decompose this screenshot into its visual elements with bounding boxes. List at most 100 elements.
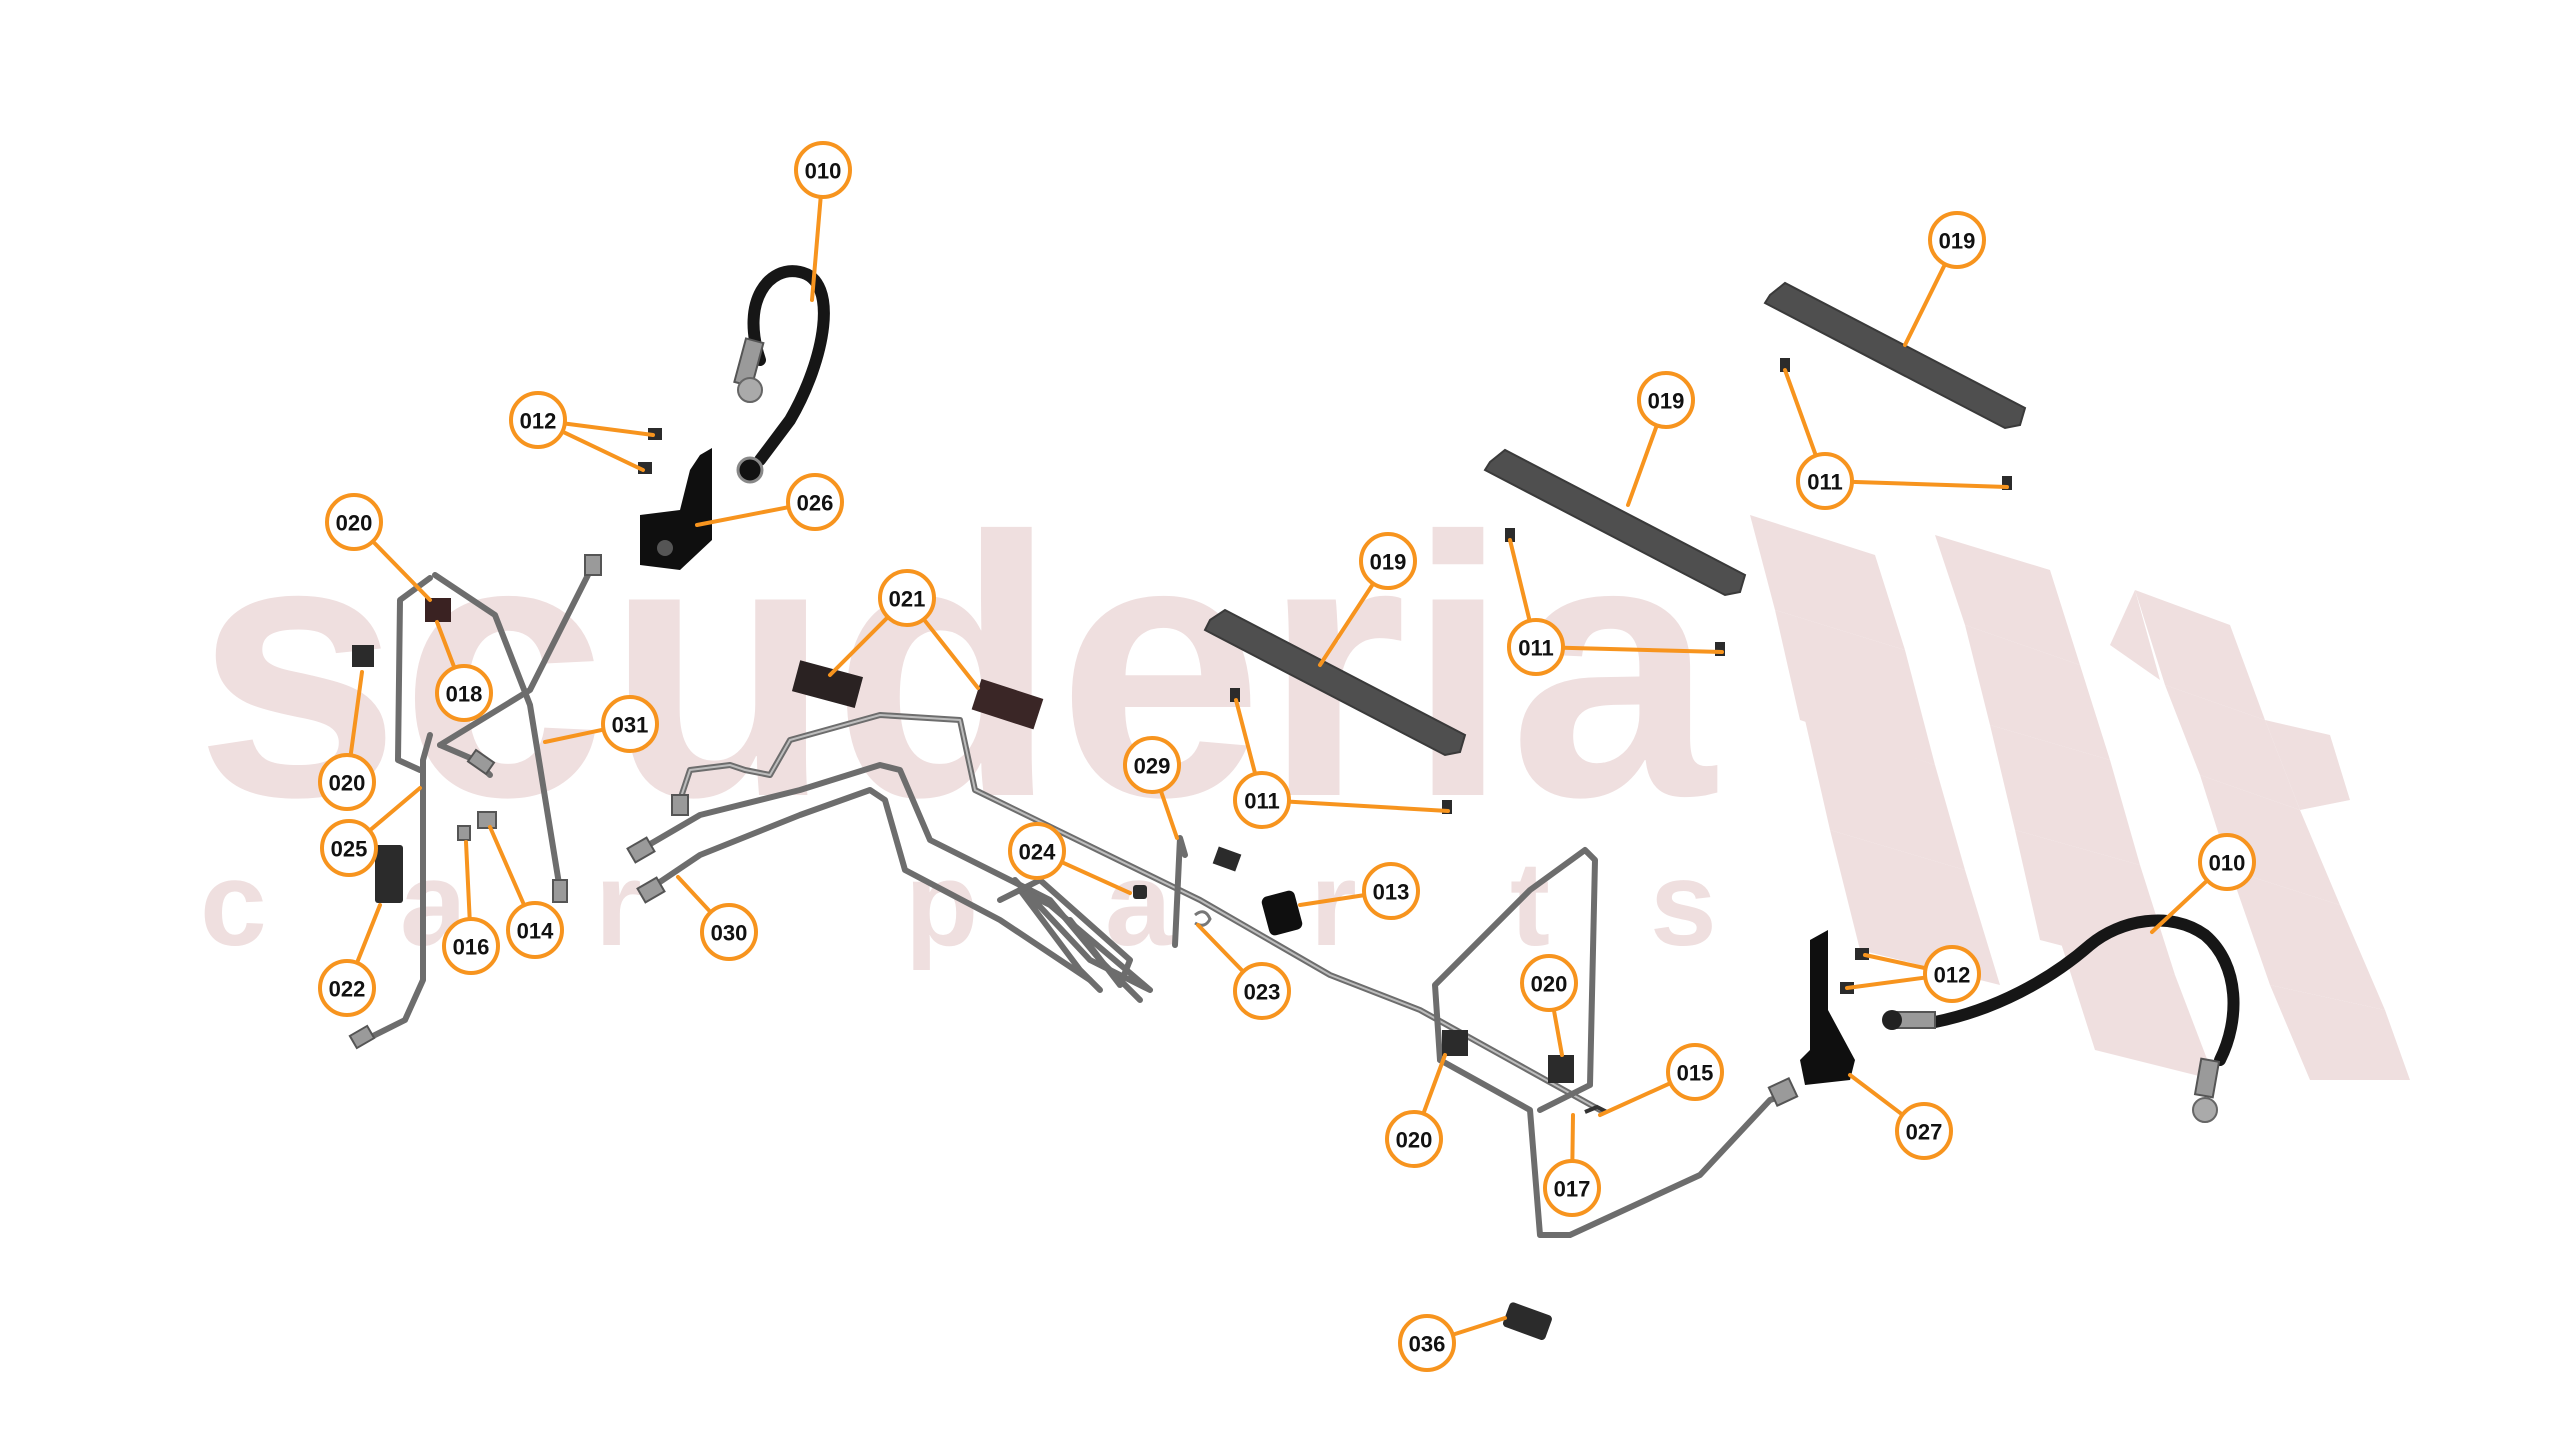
- callout-019[interactable]: 019: [1626, 371, 1695, 507]
- callout-circle[interactable]: [1928, 211, 1986, 269]
- clip-020-left: [352, 645, 374, 667]
- clip-036: [1503, 1302, 1552, 1340]
- callout-leader-line: [1059, 860, 1132, 895]
- callout-leader-line: [1560, 645, 1724, 654]
- callout-circle[interactable]: [1123, 736, 1181, 794]
- callout-circle[interactable]: [442, 917, 500, 975]
- callout-circle[interactable]: [1543, 1159, 1601, 1217]
- callout-circle[interactable]: [506, 901, 564, 959]
- callout-label: 019: [1370, 550, 1407, 575]
- callout-021[interactable]: 021: [828, 569, 980, 690]
- clip-020-right: [1548, 1055, 1574, 1083]
- callout-010[interactable]: 010: [794, 141, 852, 302]
- callout-036[interactable]: 036: [1398, 1314, 1507, 1372]
- callout-circle[interactable]: [1923, 945, 1981, 1003]
- callout-circle[interactable]: [509, 391, 567, 449]
- callout-circle[interactable]: [700, 903, 758, 961]
- callout-012[interactable]: 012: [509, 391, 655, 472]
- callout-025[interactable]: 025: [320, 786, 422, 877]
- brake-pipe-025: [348, 732, 496, 1050]
- callout-circle[interactable]: [1637, 371, 1695, 429]
- callout-011[interactable]: 011: [1507, 538, 1724, 676]
- callout-circle[interactable]: [1398, 1314, 1456, 1372]
- callout-circle[interactable]: [2198, 833, 2256, 891]
- callout-label: 025: [331, 837, 368, 862]
- parts-layer: [348, 265, 2240, 1340]
- callout-024[interactable]: 024: [1008, 822, 1132, 895]
- callout-label: 020: [336, 511, 373, 536]
- callout-label: 031: [612, 713, 649, 738]
- plate-019-upper: [1763, 281, 2027, 430]
- callout-027[interactable]: 027: [1848, 1073, 1953, 1160]
- callout-022[interactable]: 022: [318, 903, 382, 1017]
- callout-030[interactable]: 030: [676, 875, 758, 961]
- callout-018[interactable]: 018: [435, 620, 493, 722]
- callout-017[interactable]: 017: [1543, 1113, 1601, 1217]
- callout-circle[interactable]: [1385, 1110, 1443, 1168]
- callout-011[interactable]: 011: [1233, 698, 1450, 829]
- callout-circle[interactable]: [1520, 954, 1578, 1012]
- callout-label: 011: [1807, 470, 1843, 495]
- callout-circle[interactable]: [1796, 452, 1854, 510]
- callout-circle[interactable]: [1233, 962, 1291, 1020]
- connector-022: [375, 845, 403, 903]
- callout-026[interactable]: 026: [695, 473, 844, 531]
- grommet-024: [1133, 885, 1147, 899]
- callout-019[interactable]: 019: [1318, 532, 1417, 667]
- callout-023[interactable]: 023: [1196, 923, 1291, 1020]
- callout-circle[interactable]: [318, 959, 376, 1017]
- callout-circle[interactable]: [1008, 822, 1066, 880]
- callout-020[interactable]: 020: [318, 670, 376, 811]
- callout-circle[interactable]: [1359, 532, 1417, 590]
- connector-021-a: [791, 660, 864, 708]
- callout-label: 010: [2209, 851, 2246, 876]
- callout-020[interactable]: 020: [1385, 1053, 1447, 1168]
- watermark-primary-text: scuderia: [195, 461, 1717, 874]
- callout-011[interactable]: 011: [1783, 368, 2009, 510]
- callout-012[interactable]: 012: [1845, 945, 1981, 1003]
- callout-circle[interactable]: [435, 664, 493, 722]
- callout-label: 036: [1409, 1332, 1446, 1357]
- connector-021-b: [971, 678, 1044, 730]
- callout-leader-line: [543, 727, 606, 744]
- callout-circle[interactable]: [1233, 771, 1291, 829]
- callout-020[interactable]: 020: [325, 493, 432, 602]
- callout-013[interactable]: 013: [1298, 862, 1420, 920]
- callout-leader-line: [488, 825, 527, 908]
- callout-circle[interactable]: [325, 493, 383, 551]
- callout-031[interactable]: 031: [543, 695, 659, 753]
- callout-010[interactable]: 010: [2150, 833, 2256, 934]
- callout-circle[interactable]: [794, 141, 852, 199]
- callout-circle[interactable]: [1666, 1043, 1724, 1101]
- callout-016[interactable]: 016: [442, 840, 500, 975]
- callout-leader-line: [1508, 538, 1532, 623]
- callout-label: 013: [1373, 880, 1410, 905]
- callout-015[interactable]: 015: [1598, 1043, 1724, 1117]
- callout-leader-line: [1903, 262, 1948, 347]
- brake-pipe-031: [395, 554, 602, 903]
- callout-circle[interactable]: [320, 819, 378, 877]
- callout-circle[interactable]: [878, 569, 936, 627]
- callout-circle[interactable]: [786, 473, 844, 531]
- brake-pipe-right: [1432, 847, 1799, 1238]
- callout-circle[interactable]: [1507, 618, 1565, 676]
- callout-020[interactable]: 020: [1520, 954, 1578, 1057]
- callout-leader-line: [810, 194, 823, 302]
- callout-leader-line: [354, 903, 382, 965]
- callout-014[interactable]: 014: [488, 825, 564, 959]
- bracket-027: [1800, 930, 1855, 1085]
- callout-leader-line: [695, 505, 791, 527]
- callout-circle[interactable]: [1895, 1102, 1953, 1160]
- callout-label: 014: [517, 919, 554, 944]
- callout-019[interactable]: 019: [1903, 211, 1986, 347]
- callout-029[interactable]: 029: [1123, 736, 1181, 840]
- callout-circle[interactable]: [601, 695, 659, 753]
- callout-leader-line: [1783, 368, 1818, 458]
- callout-leader-line: [676, 875, 713, 915]
- callout-label: 012: [520, 409, 557, 434]
- callout-circle[interactable]: [318, 753, 376, 811]
- callout-label: 030: [711, 921, 748, 946]
- callout-circle[interactable]: [1362, 862, 1420, 920]
- callout-leader-line: [435, 620, 457, 670]
